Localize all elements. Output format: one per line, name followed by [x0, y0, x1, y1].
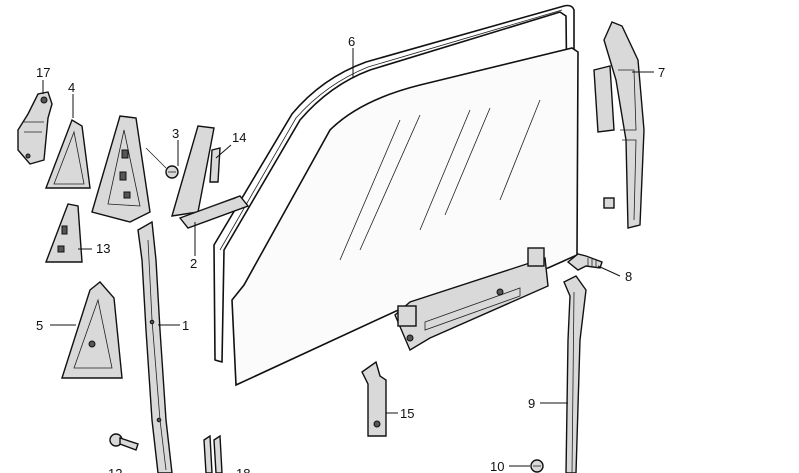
part-1-vent-frame-post [137, 220, 173, 473]
callout-4: 4 [68, 80, 75, 95]
callout-7: 7 [658, 65, 665, 80]
part-18-clip [203, 434, 223, 473]
door-glass-pane [231, 47, 579, 387]
callout-17: 17 [36, 65, 50, 80]
part-7-rear-guide-rail [593, 21, 645, 229]
part-10-bolt [530, 459, 544, 473]
part-6-window-frame-seal [213, 4, 575, 363]
callout-14: 14 [232, 130, 246, 145]
part-15-bracket [361, 360, 387, 437]
part-5-triangle-seal [61, 281, 123, 379]
callout-18: 18 [236, 466, 250, 473]
callout-8: 8 [625, 269, 632, 284]
vent-window-assembly [91, 115, 151, 223]
leader-lines [42, 48, 654, 467]
part-8-screw [566, 253, 603, 271]
callout-3: 3 [172, 126, 179, 141]
callout-13: 13 [96, 241, 110, 256]
part-12-bolt [109, 433, 139, 451]
callout-labels: 17 4 3 14 6 7 2 13 8 5 1 15 9 10 12 18 [36, 34, 665, 473]
part-2-channel [171, 125, 250, 229]
callout-5: 5 [36, 318, 43, 333]
callout-1: 1 [182, 318, 189, 333]
part-17-hinge-bracket [17, 91, 53, 165]
glass-lift-rail [394, 247, 549, 352]
part-13-cover-plate [44, 203, 83, 263]
callout-6: 6 [348, 34, 355, 49]
part-3-bolt [145, 147, 179, 179]
callout-9: 9 [528, 396, 535, 411]
part-9-front-guide-rail [563, 275, 587, 473]
part-4-vent-glass [44, 118, 91, 189]
part-14-rubber-strip [209, 147, 221, 183]
callout-12: 12 [108, 466, 122, 473]
callout-15: 15 [400, 406, 414, 421]
callout-10: 10 [490, 459, 504, 473]
callout-2: 2 [190, 256, 197, 271]
